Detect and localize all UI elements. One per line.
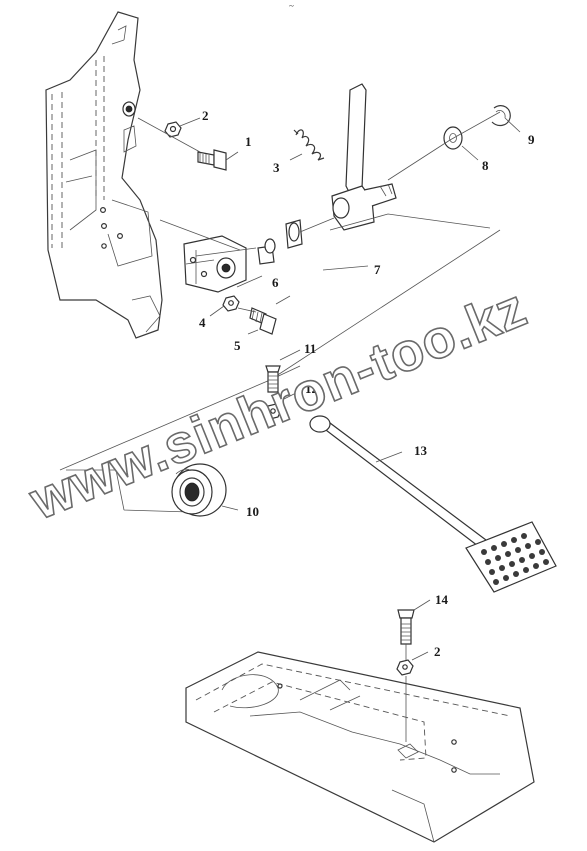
callout-5: 5 xyxy=(234,338,241,353)
floor-panel xyxy=(185,651,535,843)
page-mark: ~ xyxy=(289,1,294,11)
part-nut-2-lower xyxy=(396,659,414,676)
part-bracket-6 xyxy=(183,235,247,293)
part-circlip-9 xyxy=(491,105,511,127)
callout-10: 10 xyxy=(246,504,259,519)
callout-4: 4 xyxy=(199,315,206,330)
callout-2-lower: 2 xyxy=(434,644,441,659)
leader-lines xyxy=(179,117,521,661)
part-pedal-lever xyxy=(331,83,397,231)
part-bolt-1 xyxy=(197,149,227,171)
pedal-pad-grip xyxy=(481,533,549,585)
part-bolt-5 xyxy=(249,307,277,335)
part-nut-2-upper xyxy=(122,101,182,138)
part-nut-12 xyxy=(264,403,282,420)
callout-2-upper: 2 xyxy=(202,108,209,123)
assembly-guide-lines xyxy=(59,111,501,513)
part-bushing-10 xyxy=(171,463,227,517)
callout-labels: 2 1 3 9 8 6 7 4 5 11 12 13 10 14 2 xyxy=(199,108,535,659)
watermark-text: www.sinhron-too.kz xyxy=(21,277,535,531)
callout-12: 12 xyxy=(305,381,318,396)
part-bolt-11 xyxy=(265,365,281,393)
callout-6: 6 xyxy=(272,275,279,290)
callout-14: 14 xyxy=(435,592,449,607)
part-nut-4 xyxy=(222,295,240,312)
callout-9: 9 xyxy=(528,132,535,147)
mounting-panel xyxy=(45,11,163,339)
callout-13: 13 xyxy=(414,443,428,458)
callout-1: 1 xyxy=(245,134,252,149)
part-shaft-7 xyxy=(257,217,335,265)
callout-8: 8 xyxy=(482,158,489,173)
callout-7: 7 xyxy=(374,262,381,277)
part-spring-3 xyxy=(293,129,325,161)
callout-11: 11 xyxy=(304,341,316,356)
part-pedal-13 xyxy=(309,415,557,593)
part-bolt-14 xyxy=(397,609,415,645)
callout-3: 3 xyxy=(273,160,280,175)
